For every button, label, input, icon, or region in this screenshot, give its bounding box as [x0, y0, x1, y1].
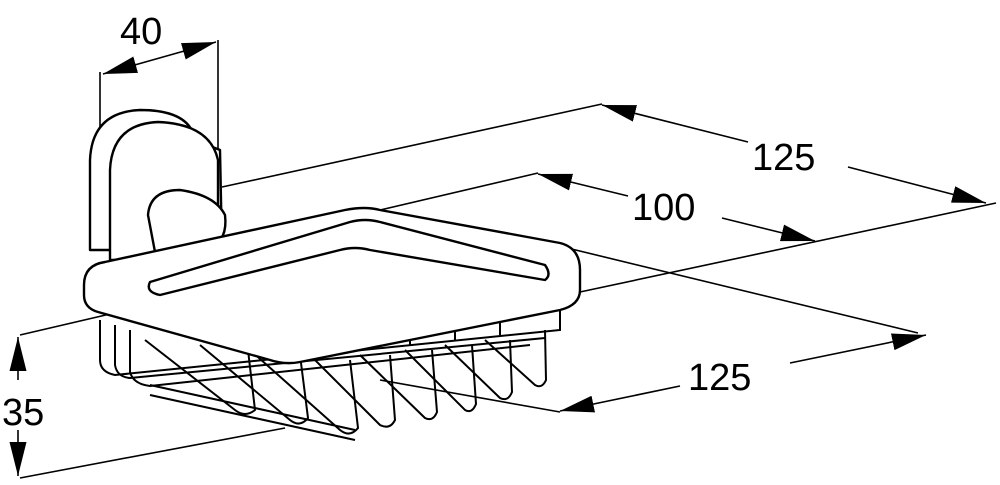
dimension-40: 40	[102, 11, 217, 75]
dimension-125-bottom: 125	[559, 333, 927, 413]
dim-label-100: 100	[632, 187, 695, 229]
dimension-35: 35	[2, 337, 44, 476]
dim-label-35: 35	[2, 392, 44, 434]
dimension-100: 100	[537, 173, 816, 242]
soap-basket-illustration	[82, 108, 582, 441]
dimension-125-top: 125	[601, 104, 987, 204]
extension-lines	[19, 40, 997, 479]
dim-label-125-top: 125	[752, 137, 815, 179]
dim-label-125-bottom: 125	[688, 357, 751, 399]
dim-label-40: 40	[120, 11, 162, 53]
